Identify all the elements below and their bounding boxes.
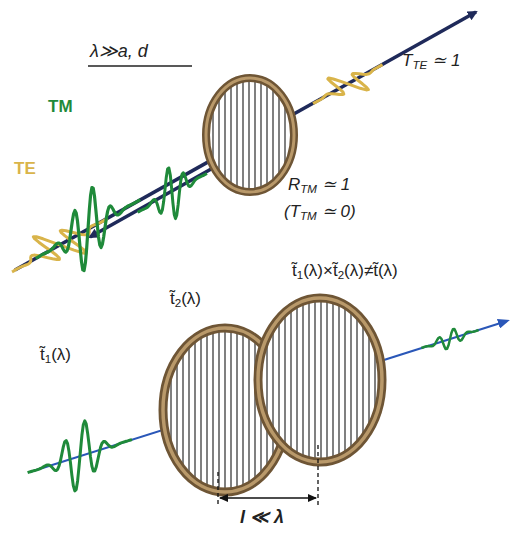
subscript: TM	[300, 183, 317, 196]
label-group: TE	[14, 160, 36, 179]
label-text: t̃	[40, 346, 45, 365]
label-text: l ≪ λ	[240, 508, 284, 528]
label-text: t̃	[333, 262, 338, 281]
label-group: RTM ≃ 1	[288, 176, 350, 195]
subscript: 2	[338, 269, 344, 282]
wave-packet	[313, 65, 382, 104]
wave-packet	[36, 188, 141, 271]
label-text: (λ)×	[303, 262, 333, 281]
label-text: (λ)	[51, 346, 71, 365]
label-text: (T	[284, 203, 300, 222]
underline	[88, 65, 192, 67]
subscript: 2	[175, 297, 181, 310]
label-text: t̃(λ)	[373, 262, 398, 281]
label-text: T	[402, 52, 412, 71]
label-group: (TTM ≃ 0)	[284, 203, 356, 222]
label-text: (λ)	[181, 290, 201, 309]
label-text: ≃ 1	[432, 52, 460, 71]
dimension-tick	[317, 445, 318, 506]
label-text: TE	[14, 160, 36, 179]
label-group: TTE ≃ 1	[402, 52, 460, 71]
wave-packets	[12, 65, 479, 491]
label-group: t̃1(λ)×t̃2(λ)≠t̃(λ)	[292, 262, 398, 281]
dimension-tick	[217, 472, 218, 506]
label-group: TM	[48, 98, 73, 117]
subscript: 1	[297, 269, 303, 282]
label-group: t̃1(λ)	[40, 346, 71, 365]
label-text: ≃ 1	[322, 176, 350, 195]
subscript: TE	[412, 59, 427, 72]
wave-packet	[28, 421, 132, 491]
label-text: ≃ 0)	[322, 203, 356, 222]
label-text: t̃	[292, 262, 297, 281]
label-text: TM	[48, 98, 73, 117]
wire-grating	[206, 78, 294, 192]
wave-packet	[138, 168, 207, 219]
label-group: l ≪ λ	[240, 508, 284, 528]
dimension-arrow	[220, 497, 316, 499]
wave-packet	[421, 329, 478, 349]
label-group: t̃2(λ)	[170, 290, 201, 309]
label-text: R	[288, 176, 300, 195]
wire-grating	[258, 298, 382, 462]
label-text: λ≫a, d	[90, 42, 148, 62]
beam-line	[15, 12, 476, 270]
label-group: λ≫a, d	[90, 42, 148, 62]
label-text: t̃	[170, 290, 175, 309]
subscript: 1	[45, 353, 51, 366]
label-text: (λ)≠	[344, 262, 373, 281]
subscript: TM	[300, 210, 317, 223]
